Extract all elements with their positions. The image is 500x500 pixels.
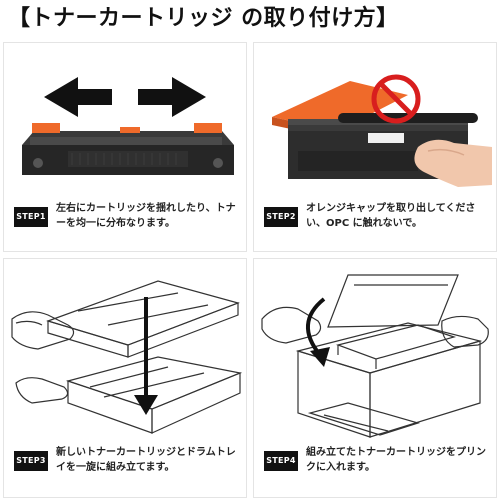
step-2-text: オレンジキャップを取り出してください、OPC に触れないで。: [306, 203, 476, 229]
step-2-panel: STEP2 オレンジキャップを取り出してください、OPC に触れないで。: [253, 42, 497, 252]
shake-arrows-icon: [44, 77, 206, 117]
step-2-illustration: [272, 74, 492, 187]
step-1-badge: STEP1: [14, 207, 48, 227]
header: 【トナーカートリッジ の取り付け方】: [0, 0, 500, 38]
page-title: 【トナーカートリッジ の取り付け方】: [8, 6, 399, 31]
insert-arrow-icon: [134, 297, 158, 415]
step-4-badge: STEP4: [264, 451, 298, 471]
step-3-panel: STEP3 新しいトナーカートリッジとドラムトレイを一旋に組み立てます。: [3, 258, 247, 498]
step-3-badge: STEP3: [14, 451, 48, 471]
step-4-illustration: [261, 274, 489, 438]
step-4-text: 組み立てたトナーカートリッジをプリンクに入れます。: [306, 447, 486, 473]
toner-cartridge: [22, 123, 234, 175]
prohibited-icon: [371, 74, 421, 124]
step-3-text: 新しいトナーカートリッジとドラムトレイを一旋に組み立てます。: [56, 447, 236, 473]
step-1-illustration: [22, 77, 234, 175]
step-2-badge: STEP2: [264, 207, 298, 227]
step-4-panel: STEP4 組み立てたトナーカートリッジをプリンクに入れます。: [253, 258, 497, 498]
step-1-text: 左右にカートリッジを揺れしたり、トナーを均一に分布なります。: [56, 203, 236, 229]
insert-arrow-icon: [305, 297, 330, 367]
hand: [414, 139, 492, 187]
step-1-panel: STEP1 左右にカートリッジを揺れしたり、トナーを均一に分布なります。: [3, 42, 247, 252]
steps-grid: STEP1 左右にカートリッジを揺れしたり、トナーを均一に分布なります。: [0, 42, 500, 500]
step-3-illustration: [11, 280, 242, 434]
